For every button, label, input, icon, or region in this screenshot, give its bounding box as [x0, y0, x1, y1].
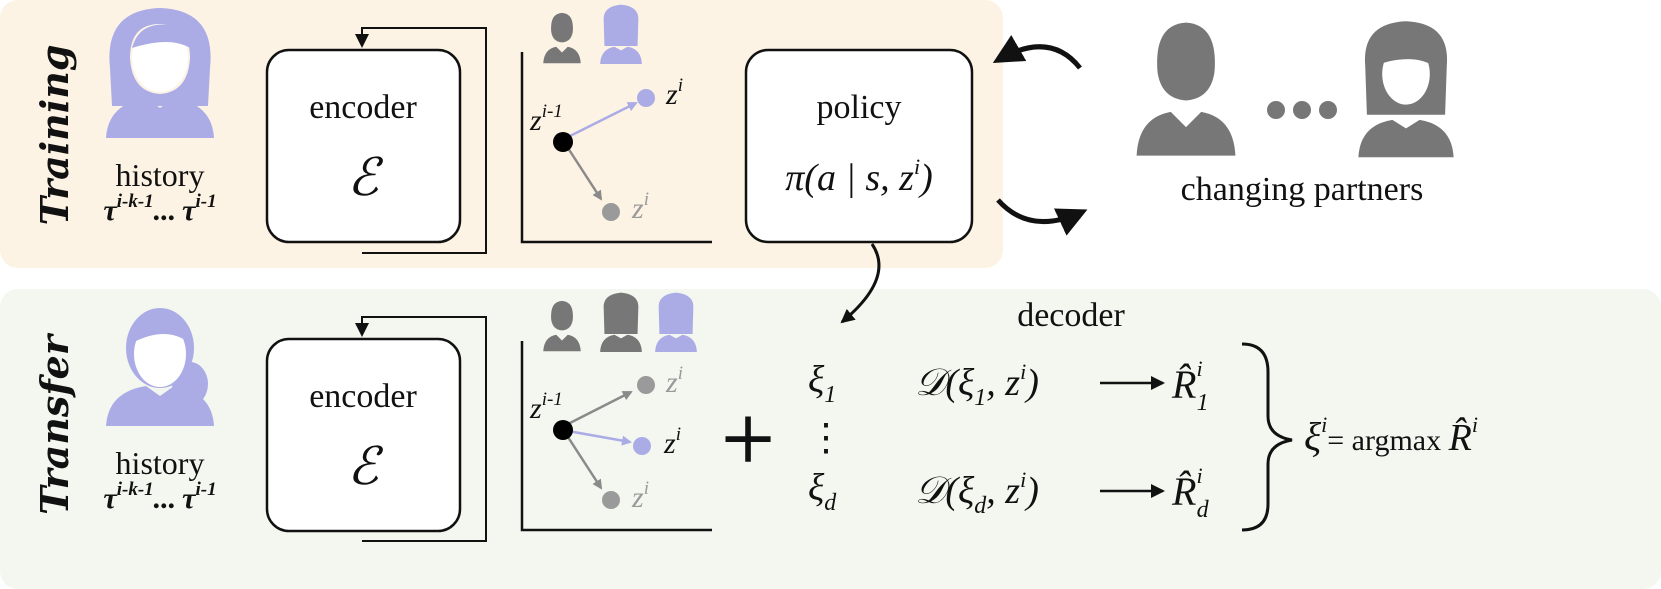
- transfer-encoder-loop: [355, 316, 487, 542]
- policy-to-partner-arrow: [996, 198, 1088, 236]
- transfer-history-label: history: [116, 445, 205, 481]
- training-z-prev-label: zi-1: [529, 101, 563, 137]
- plus-sign: +: [718, 395, 778, 479]
- transfer-encoder-symbol: ℰ: [347, 437, 383, 497]
- transfer-plot-female-gray-icon: [600, 292, 642, 352]
- transfer-z-mid-point: [633, 437, 651, 455]
- training-encoder-symbol: ℰ: [347, 148, 383, 208]
- xi-1-label: ξ1: [808, 359, 836, 408]
- transfer-z-mid-label: zi: [663, 424, 681, 460]
- training-arrow-to-new: [565, 101, 638, 140]
- transfer-z-prev-point: [553, 420, 573, 440]
- training-latent-axes: [520, 52, 712, 244]
- training-encoder-label: encoder: [309, 89, 417, 126]
- xi-vdots: ⋮: [807, 415, 845, 459]
- policy-formula: π(a | s, zi): [785, 154, 933, 199]
- policy-to-transfer-arrow: [840, 243, 881, 324]
- decoder-row-d: 𝒟(ξd, zi): [915, 467, 1039, 519]
- decoder-label: decoder: [1017, 297, 1125, 334]
- partners-label: changing partners: [1181, 171, 1424, 208]
- policy-label: policy: [817, 89, 902, 126]
- decoder-row-1: 𝒟(ξ1, zi): [915, 359, 1039, 411]
- training-encoder-loop: [355, 27, 487, 254]
- training-arrow-to-alt: [564, 144, 603, 201]
- training-z-alt-label: zi: [631, 189, 649, 225]
- training-history-label: history: [116, 157, 205, 193]
- transfer-arrow-to-mid: [567, 429, 632, 446]
- training-z-new-label: zi: [665, 75, 683, 111]
- transfer-z-bot-point: [602, 491, 620, 509]
- transfer-z-top-label: zi: [665, 363, 683, 399]
- training-section-label: Training: [32, 45, 77, 226]
- transfer-encoder-label: encoder: [309, 378, 417, 415]
- transfer-z-bot-label: zi: [631, 478, 649, 514]
- training-z-prev-point: [553, 132, 573, 152]
- transfer-plot-female-lavender-icon: [655, 292, 697, 352]
- training-encoder-box: [265, 48, 462, 244]
- result-formula: ξi= argmax R̂i: [1304, 412, 1478, 459]
- transfer-encoder-box: [265, 337, 462, 533]
- training-z-alt-point: [602, 203, 620, 221]
- history-avatar-face: [132, 24, 190, 92]
- transfer-history-avatar-icon: [106, 308, 214, 426]
- ellipsis-icon: [1267, 101, 1337, 119]
- transfer-arrow-to-bot: [564, 433, 603, 490]
- training-history-trajectory: τi-k-1...τi-1: [103, 191, 216, 227]
- transfer-latent-axes: [520, 341, 712, 532]
- xi-d-label: ξd: [808, 467, 837, 516]
- right-brace: [1241, 342, 1293, 532]
- training-plot-female-icon: [600, 4, 642, 64]
- transfer-z-prev-label: zi-1: [529, 389, 563, 425]
- training-z-new-point: [637, 89, 655, 107]
- partner-to-policy-arrow: [992, 35, 1082, 70]
- policy-box: [744, 48, 974, 244]
- transfer-history-trajectory: τi-k-1...τi-1: [103, 479, 216, 515]
- person-male-icon: [1136, 22, 1236, 156]
- transfer-z-top-point: [637, 376, 655, 394]
- transfer-arrow-to-top: [565, 390, 633, 427]
- transfer-section-label: Transfer: [32, 332, 77, 515]
- person-female-icon: [1358, 21, 1454, 158]
